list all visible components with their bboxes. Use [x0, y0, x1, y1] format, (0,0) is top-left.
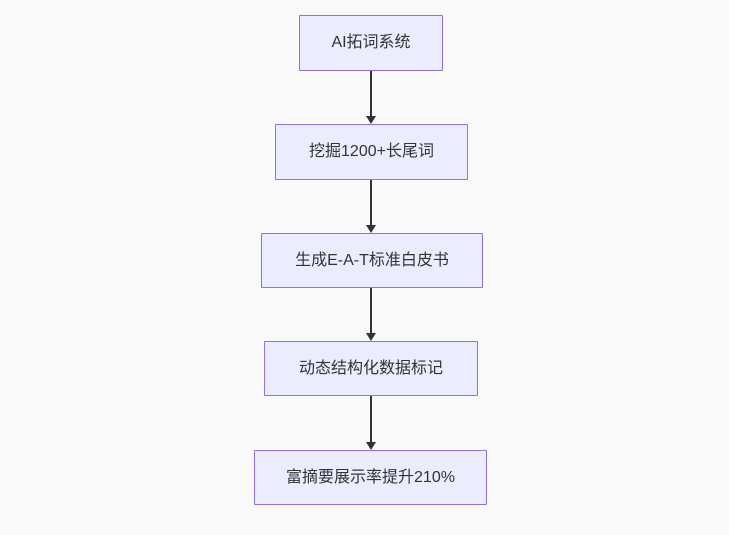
flow-node-label: AI拓词系统	[331, 34, 411, 52]
arrowhead-icon	[366, 116, 376, 124]
arrow-line	[370, 396, 372, 443]
arrow-line	[370, 71, 372, 117]
flow-node-structured-data-markup: 动态结构化数据标记	[264, 341, 478, 396]
flow-node-label: 挖掘1200+长尾词	[309, 143, 434, 161]
flow-node-label: 生成E-A-T标准白皮书	[295, 251, 449, 269]
flow-arrow-d-e	[365, 396, 377, 450]
arrowhead-icon	[366, 333, 376, 341]
flow-node-label: 富摘要展示率提升210%	[286, 468, 455, 486]
flow-arrow-a-b	[365, 71, 377, 124]
arrowhead-icon	[366, 225, 376, 233]
flow-node-rich-snippet-result: 富摘要展示率提升210%	[254, 450, 487, 505]
arrowhead-icon	[366, 442, 376, 450]
flow-node-longtail-mining: 挖掘1200+长尾词	[275, 124, 468, 180]
arrow-line	[370, 180, 372, 226]
flow-node-eat-whitepaper: 生成E-A-T标准白皮书	[261, 233, 483, 288]
flow-node-label: 动态结构化数据标记	[298, 359, 443, 377]
arrow-line	[370, 288, 372, 334]
flow-node-ai-keyword-system: AI拓词系统	[299, 15, 443, 71]
flow-arrow-b-c	[365, 180, 377, 233]
flow-arrow-c-d	[365, 288, 377, 341]
